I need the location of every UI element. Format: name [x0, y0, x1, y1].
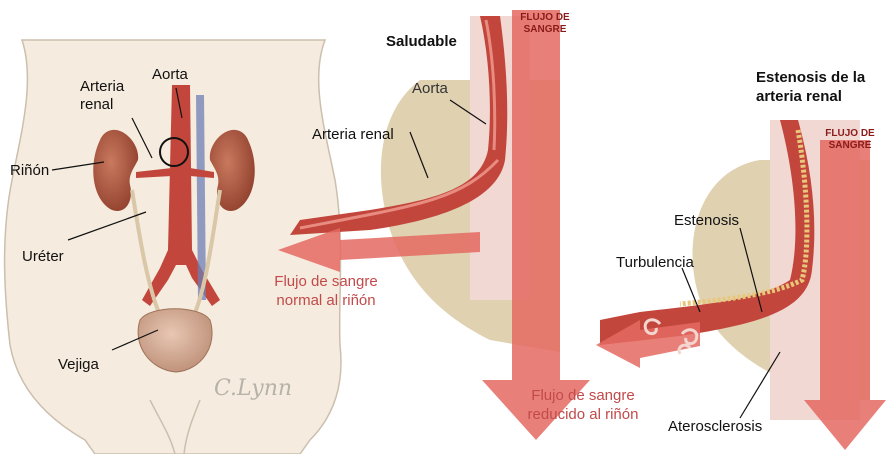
- left-bladder-label: Vejiga: [58, 356, 99, 374]
- left-ureter-label: Uréter: [22, 248, 64, 266]
- turbulence-label: Turbulencia: [616, 254, 694, 272]
- healthy-flow-label: FLUJO DE SANGRE: [509, 12, 581, 36]
- stenosis-result-caption: Flujo de sangre reducido al riñón: [508, 386, 658, 424]
- artist-signature: C.Lynn: [214, 376, 292, 401]
- healthy-renal-artery-label: Arteria renal: [312, 126, 394, 144]
- healthy-aorta-label: Aorta: [412, 80, 448, 98]
- healthy-title: Saludable: [386, 32, 457, 51]
- left-renal-artery-label: Arteria renal: [80, 78, 124, 114]
- atherosclerosis-label: Aterosclerosis: [668, 418, 762, 436]
- stenosis-flow-label: FLUJO DE SANGRE: [812, 128, 888, 152]
- stenosis-title: Estenosis de la arteria renal: [756, 68, 865, 106]
- left-kidney-label: Riñón: [10, 162, 49, 180]
- stenosis-label: Estenosis: [674, 212, 739, 230]
- healthy-result-caption: Flujo de sangre normal al riñón: [256, 272, 396, 310]
- left-aorta-label: Aorta: [152, 66, 188, 84]
